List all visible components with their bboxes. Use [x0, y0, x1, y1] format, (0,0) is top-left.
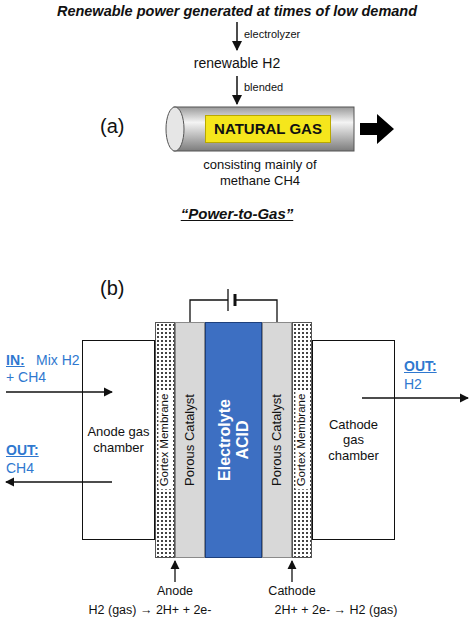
- gas-chamber: Anode gas chamber: [82, 340, 155, 540]
- chamber-label: Cathode gas chamber: [317, 417, 390, 464]
- layer-label: Porous Catalyst: [183, 328, 198, 552]
- inlet-arrow: [6, 391, 112, 392]
- electrode-label: Cathode: [242, 584, 342, 599]
- product-label: renewable H2: [137, 55, 337, 72]
- membrane-layer: Gortex Membrane: [155, 322, 175, 558]
- flow-arrow: [236, 22, 238, 50]
- circuit-wire: [236, 300, 277, 322]
- gas-label: Mix H2 + CH4: [6, 352, 80, 386]
- layer-label: Gortex Membrane: [295, 391, 308, 490]
- layer-label: Electrolyte ACID: [215, 385, 252, 495]
- pipe-end: [166, 107, 184, 151]
- panel-label: (b): [100, 276, 140, 300]
- flow-tag: OUT:: [6, 442, 50, 459]
- flow-tag: OUT:: [404, 358, 464, 375]
- step-label: blended: [244, 81, 334, 94]
- output-arrow: [360, 114, 394, 144]
- pipe-body: [174, 107, 354, 151]
- pointer-arrow: [291, 561, 292, 582]
- flow-arrow: [236, 76, 238, 104]
- heading-text: Renewable power generated at times of lo…: [20, 3, 454, 20]
- circuit-wire: [190, 300, 228, 322]
- catalyst-layer: Porous Catalyst: [175, 322, 205, 558]
- battery-symbol: [234, 294, 237, 306]
- reaction-text: H2 (gas) → 2H+ + 2e-: [58, 603, 242, 618]
- layer-label: Gortex Membrane: [158, 391, 171, 490]
- reaction-text: 2H+ + 2e- → H2 (gas): [244, 603, 428, 618]
- outlet-arrow: [6, 481, 112, 482]
- step-label: electrolyzer: [244, 28, 334, 41]
- panel-label: (a): [100, 114, 140, 138]
- catalyst-layer: Porous Catalyst: [262, 322, 292, 558]
- electrolyte-layer: Electrolyte ACID: [205, 322, 262, 558]
- gas-label: H2: [404, 376, 464, 393]
- battery-symbol: [227, 289, 228, 311]
- pointer-arrow: [174, 561, 175, 582]
- outlet-arrow: [362, 397, 468, 398]
- electrode-label: Anode: [125, 584, 225, 599]
- layer-label: Porous Catalyst: [270, 328, 285, 552]
- gas-chamber: Cathode gas chamber: [312, 340, 395, 540]
- pipe-label: NATURAL GAS: [205, 115, 331, 143]
- membrane-layer: Gortex Membrane: [292, 322, 312, 558]
- gas-label: CH4: [6, 460, 80, 477]
- concept-title: “Power-to-Gas”: [137, 205, 337, 223]
- gas-pipe: NATURAL GAS: [165, 106, 355, 152]
- note-text: consisting mainly of methane CH4: [180, 157, 340, 188]
- chamber-label: Anode gas chamber: [87, 424, 150, 455]
